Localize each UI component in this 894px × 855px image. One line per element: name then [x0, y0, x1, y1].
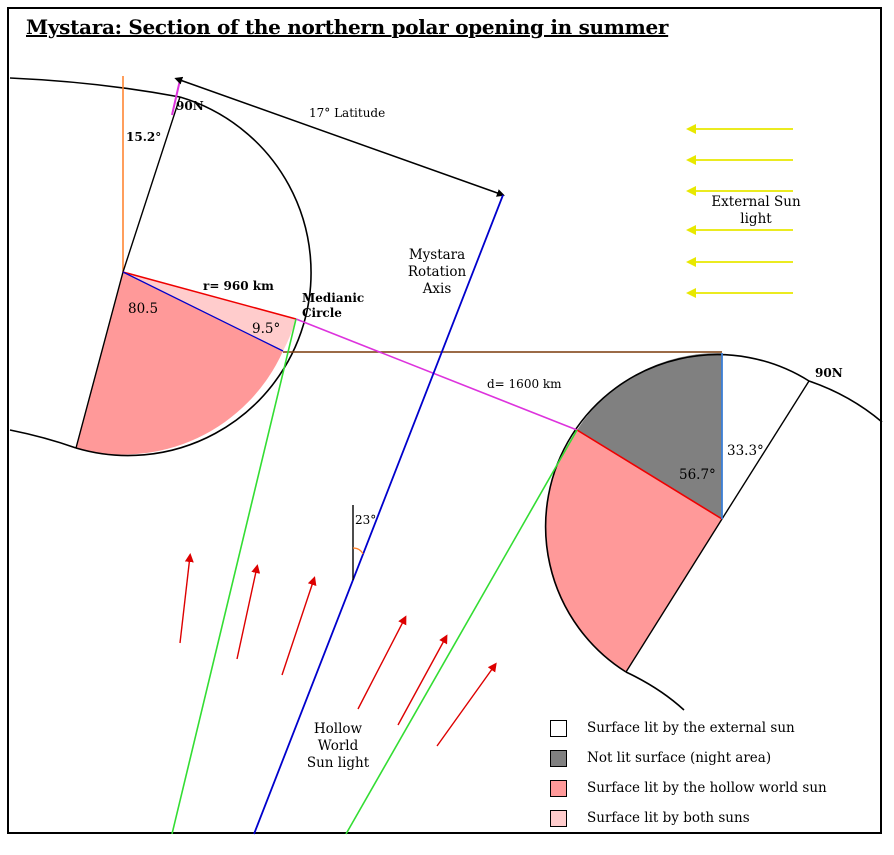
left-lower-surface — [9, 429, 77, 449]
distance-line — [295, 318, 578, 431]
left-both-lit-sector — [123, 272, 296, 351]
left-center-to-bottom — [75, 271, 124, 449]
label-rotation-1: Mystara — [409, 247, 465, 263]
label-distance: d= 1600 km — [487, 377, 562, 391]
left-radius-line — [122, 271, 297, 320]
right-center-to-pole — [721, 380, 810, 520]
hw-sun-arrow — [397, 634, 448, 726]
light-boundary-left — [171, 318, 297, 835]
tilt-arc — [352, 547, 364, 555]
legend-item-night: Not lit surface (night area) — [550, 748, 771, 768]
legend-item-external: Surface lit by the external sun — [550, 718, 795, 738]
legend-label-hw: Surface lit by the hollow world sun — [587, 780, 827, 796]
label-angle-80: 80.5 — [128, 301, 158, 317]
legend-label-night: Not lit surface (night area) — [587, 750, 772, 766]
label-hw-sun-1: Hollow — [314, 721, 363, 737]
hw-sun-arrow — [436, 662, 497, 747]
left-blue-line — [122, 271, 284, 352]
label-hw-sun-2: World — [318, 738, 359, 754]
label-hw-sun-3: Sun light — [307, 755, 370, 771]
left-hw-lit-sector — [76, 272, 283, 455]
right-night-sector — [577, 352, 722, 519]
label-external-sun-1: External Sun — [711, 194, 801, 210]
hw-sun-arrow — [236, 564, 261, 660]
legend-swatch-both — [550, 809, 567, 827]
right-outer-surface — [808, 380, 883, 423]
hw-sun-arrow — [179, 553, 194, 644]
right-center-to-bottom — [625, 518, 723, 673]
legend-label-external: Surface lit by the external sun — [587, 720, 795, 736]
label-90n-right: 90N — [815, 366, 843, 380]
label-angle-33: 33.3° — [727, 443, 764, 459]
label-tilt: 23° — [355, 513, 376, 527]
label-rotation-2: Rotation — [408, 264, 467, 280]
legend-label-both: Surface lit by both suns — [587, 810, 750, 826]
legend-swatch-night — [550, 749, 567, 767]
label-angle-56: 56.7° — [679, 467, 716, 483]
label-medianic-1: Medianic — [302, 291, 364, 305]
label-radius: r= 960 km — [203, 279, 274, 293]
label-90n-left: 90N — [176, 99, 204, 113]
left-outer-surface — [9, 77, 181, 98]
label-angle-15: 15.2° — [126, 130, 161, 144]
hw-sun-arrow — [281, 576, 317, 676]
legend-swatch-external — [550, 719, 567, 737]
label-angle-9: 9.5° — [252, 321, 280, 337]
label-rotation-3: Axis — [422, 281, 452, 297]
hw-sun-arrows — [179, 553, 497, 747]
legend-item-both: Surface lit by both suns — [550, 808, 750, 828]
right-opening-arc — [544, 353, 810, 673]
legend-item-hw: Surface lit by the hollow world sun — [550, 778, 827, 798]
left-center-to-pole — [122, 96, 181, 273]
right-lower-surface — [625, 671, 685, 711]
right-hw-lit-sector — [545, 430, 722, 672]
latitude-arrow — [174, 76, 505, 197]
diagram-title: Mystara: Section of the northern polar o… — [26, 15, 669, 39]
hw-sun-arrow — [357, 615, 407, 710]
external-sun-arrows — [686, 124, 793, 298]
label-latitude: 17° Latitude — [309, 106, 385, 120]
label-external-sun-2: light — [740, 211, 772, 227]
label-medianic-2: Circle — [302, 306, 342, 320]
right-red-line — [576, 429, 723, 520]
legend-swatch-hw — [550, 779, 567, 797]
light-boundary-right — [345, 429, 578, 835]
rotation-axis — [253, 194, 504, 835]
